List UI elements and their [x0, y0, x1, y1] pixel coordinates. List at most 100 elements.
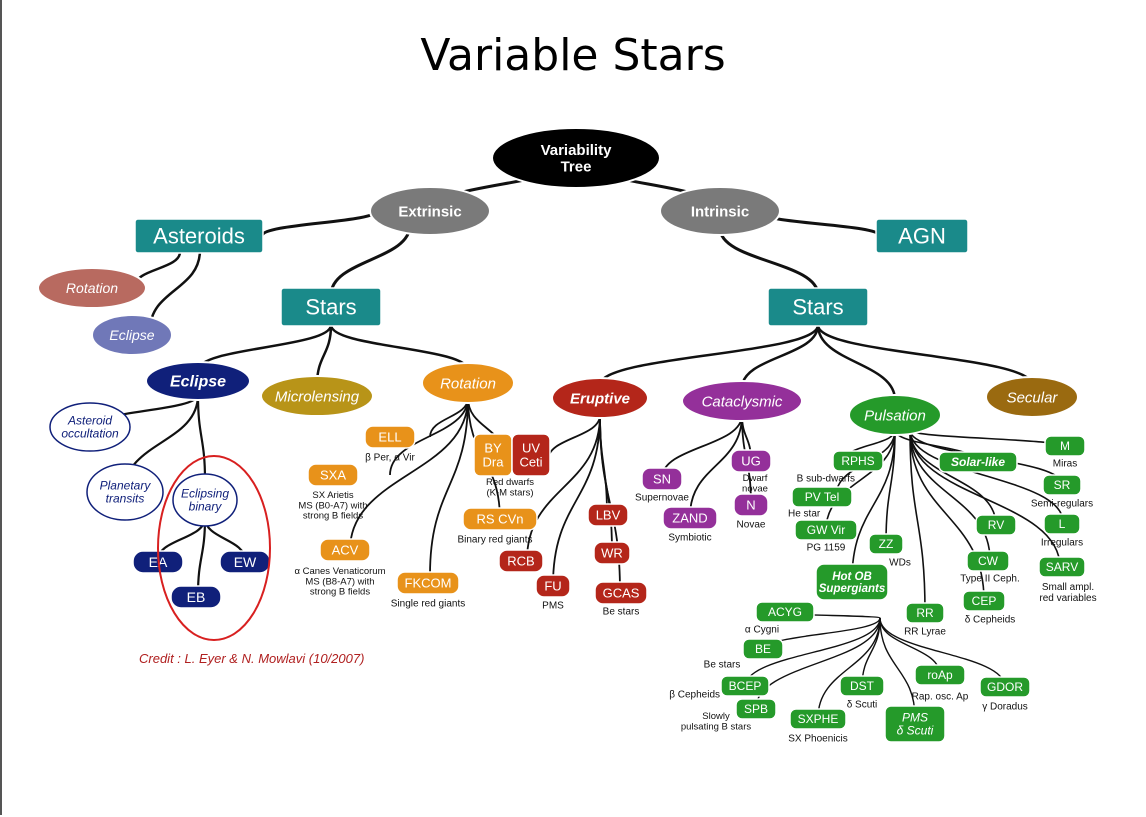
node-label: SXPHE [798, 712, 839, 726]
node-label: M [1060, 439, 1070, 453]
node-roap: roAp [914, 664, 966, 686]
node-secular: Secular [985, 376, 1079, 418]
node-label: BCEP [729, 679, 762, 693]
node-zz: ZZ [868, 533, 904, 555]
node-wr: WR [593, 541, 631, 565]
caption-n: Novae [737, 520, 766, 531]
node-label: CW [978, 554, 999, 568]
caption-roap: Rap. osc. Ap [912, 692, 969, 703]
node-label: SPB [744, 702, 768, 716]
node-sn: SN [641, 467, 683, 491]
caption-cw: Type II Ceph. [960, 574, 1019, 585]
node-label: N [746, 498, 755, 513]
node-stars-left: Stars [280, 287, 382, 327]
node-ew: EW [219, 550, 271, 574]
node-rphs: RPHS [832, 450, 884, 472]
node-rcb: RCB [498, 549, 544, 573]
node-zand: ZAND [662, 506, 718, 530]
caption-acyg: α Cygni [745, 625, 779, 636]
caption-cep: δ Cepheids [965, 615, 1016, 626]
node-intrinsic: Intrinsic [659, 186, 781, 236]
caption-rphs: B sub-dwarfs [797, 474, 855, 485]
caption-sxphe: SX Phoenicis [788, 734, 847, 745]
node-label: Rotation [440, 375, 496, 392]
caption-sr: Semi-regulars [1031, 499, 1093, 510]
node-pulsation: Pulsation [848, 394, 942, 436]
node-ell: ELL [364, 425, 416, 449]
caption-gw-vir: PG 1159 [807, 543, 846, 554]
node-label: RPHS [841, 454, 874, 468]
node-label: L [1059, 517, 1066, 531]
node-asteroids: Asteroids [134, 218, 264, 254]
node-gdor: GDOR [979, 676, 1031, 698]
node-label: SXA [320, 468, 346, 483]
node-eb: EB [170, 585, 222, 609]
node-microlensing: Microlensing [260, 375, 374, 417]
node-label: EB [187, 589, 206, 605]
node-label: RR [916, 606, 934, 620]
node-label: Eclipse [170, 374, 226, 391]
node-eclipse: Eclipse [145, 361, 251, 401]
node-rr: RR [905, 602, 945, 624]
caption-gcas: Be stars [603, 607, 640, 618]
node-label: SARV [1046, 560, 1078, 574]
node-label: RCB [507, 554, 534, 569]
node-label: Solar-like [951, 455, 1005, 469]
node-pv-tel: PV Tel [791, 486, 853, 508]
node-rotation-ast: Rotation [37, 267, 147, 309]
node-label: DST [850, 679, 875, 693]
node-label: Cataclysmic [702, 393, 783, 410]
node-label: RS CVn [477, 512, 524, 527]
node-label: EW [234, 554, 257, 570]
node-eruptive: Eruptive [551, 377, 649, 419]
node-rv: RV [975, 514, 1017, 536]
page-title: Variable Stars [420, 30, 726, 81]
node-label: AGN [898, 224, 946, 249]
node-label: CEP [972, 594, 997, 608]
node-label: ACYG [768, 605, 802, 619]
caption-rs-cvn: Binary red giants [457, 535, 532, 546]
node-label: ZZ [879, 537, 894, 551]
node-sxa: SXA [307, 463, 359, 487]
node-label: Eruptive [570, 390, 630, 407]
node-label: Secular [1007, 389, 1059, 406]
node-label: LBV [596, 508, 621, 523]
caption-zand: Symbiotic [668, 533, 711, 544]
caption-gdor: γ Doradus [982, 702, 1028, 713]
node-m: M [1044, 435, 1086, 457]
caption-fkcom: Single red giants [391, 599, 466, 610]
node-stars-right: Stars [767, 287, 869, 327]
node-rotation: Rotation [421, 362, 515, 404]
node-l: L [1043, 513, 1081, 535]
node-label: ELL [378, 430, 401, 445]
caption-m: Miras [1053, 459, 1077, 470]
node-fu: FU [535, 574, 571, 598]
node-gw-vir: GW Vir [794, 519, 858, 541]
node-label: Extrinsic [398, 203, 461, 220]
node-fkcom: FKCOM [396, 571, 460, 595]
node-label: roAp [927, 668, 953, 682]
node-label: ACV [332, 543, 359, 558]
node-lbv: LBV [587, 503, 629, 527]
node-agn: AGN [875, 218, 969, 254]
caption-by-uv: Red dwarfs(K-M stars) [486, 477, 534, 498]
caption-fu: PMS [542, 601, 564, 612]
node-acv: ACV [319, 538, 371, 562]
node-label: GW Vir [807, 523, 845, 537]
node-eclipse-ast: Eclipse [91, 314, 173, 356]
node-cataclysmic: Cataclysmic [681, 380, 803, 422]
highlight-circle [157, 455, 271, 641]
